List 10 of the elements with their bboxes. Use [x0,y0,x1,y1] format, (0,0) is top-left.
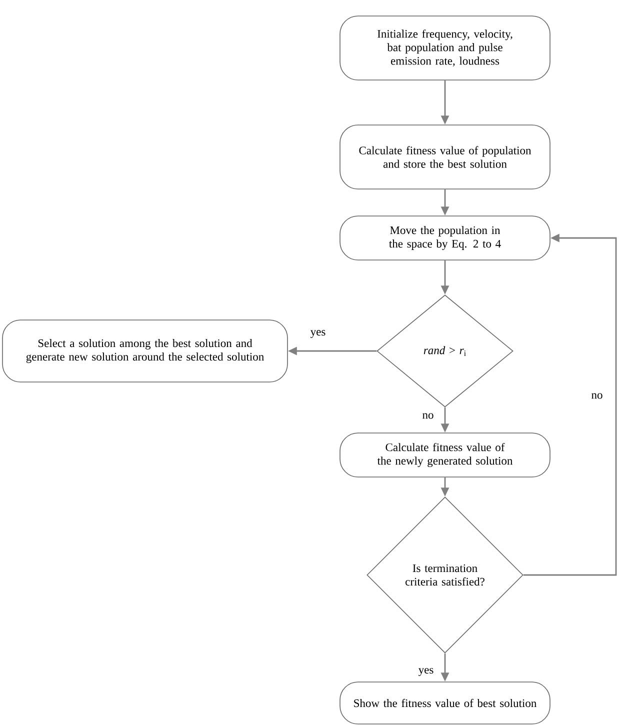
edge-label: yes [418,668,434,676]
process-box: Calculate fitness value of population and store the best solution [340,124,550,190]
process-box: Move the population in the space by Eq. 2 to 4 [340,216,550,260]
process-box: Initialize frequency, velocity, bat population and pulse emission rate, loudness [340,16,550,80]
process-box: Calculate fitness value of the newly generated solution [340,432,550,478]
edge-label: no [592,393,602,399]
edge-label: no [422,413,434,419]
process-box: Select a solution among the best solution and generate new solution around the selected solution [2,320,288,382]
edge-label: yes [310,330,326,338]
process-box: Show the fitness value of best solution [340,682,550,724]
